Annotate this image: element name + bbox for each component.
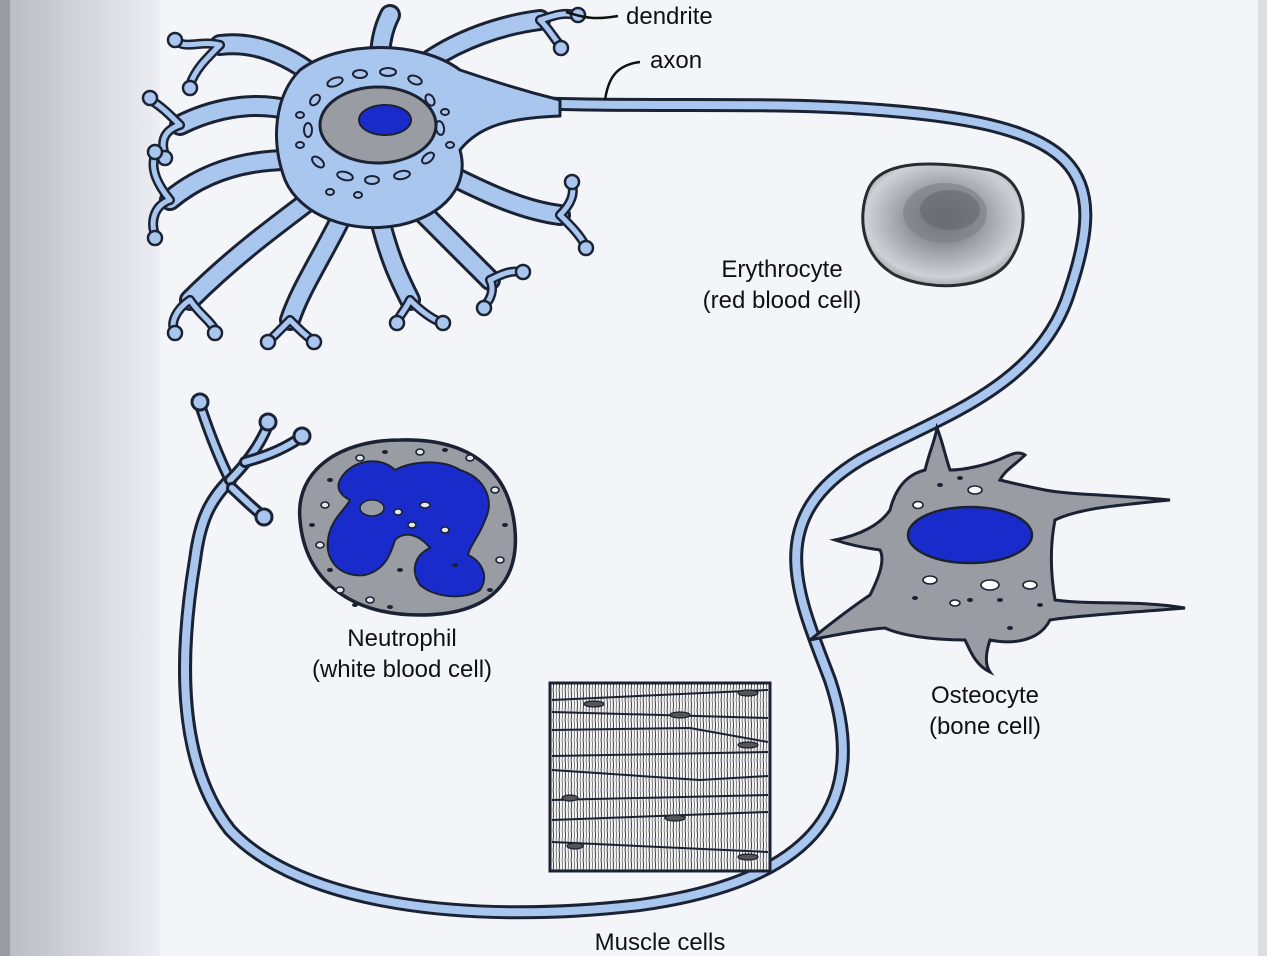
neutrophil-description: (white blood cell): [312, 656, 492, 683]
osteocyte-description: (bone cell): [929, 713, 1041, 740]
neutrophil-name: Neutrophil: [347, 625, 456, 652]
erythrocyte-name: Erythrocyte: [721, 256, 842, 283]
neuron-nucleus: [359, 105, 411, 135]
axon-label: axon: [650, 47, 702, 74]
osteocyte-name: Osteocyte: [931, 682, 1039, 709]
left-margin-shadow: [0, 0, 160, 956]
dendrite-label: dendrite: [626, 3, 713, 30]
muscle-cells-label: Muscle cells: [595, 929, 726, 956]
muscle-cells: [550, 683, 770, 871]
osteocyte-nucleus: [908, 507, 1032, 563]
neutrophil: [300, 440, 516, 615]
erythrocyte: [863, 164, 1023, 286]
erythrocyte-description: (red blood cell): [703, 287, 862, 314]
